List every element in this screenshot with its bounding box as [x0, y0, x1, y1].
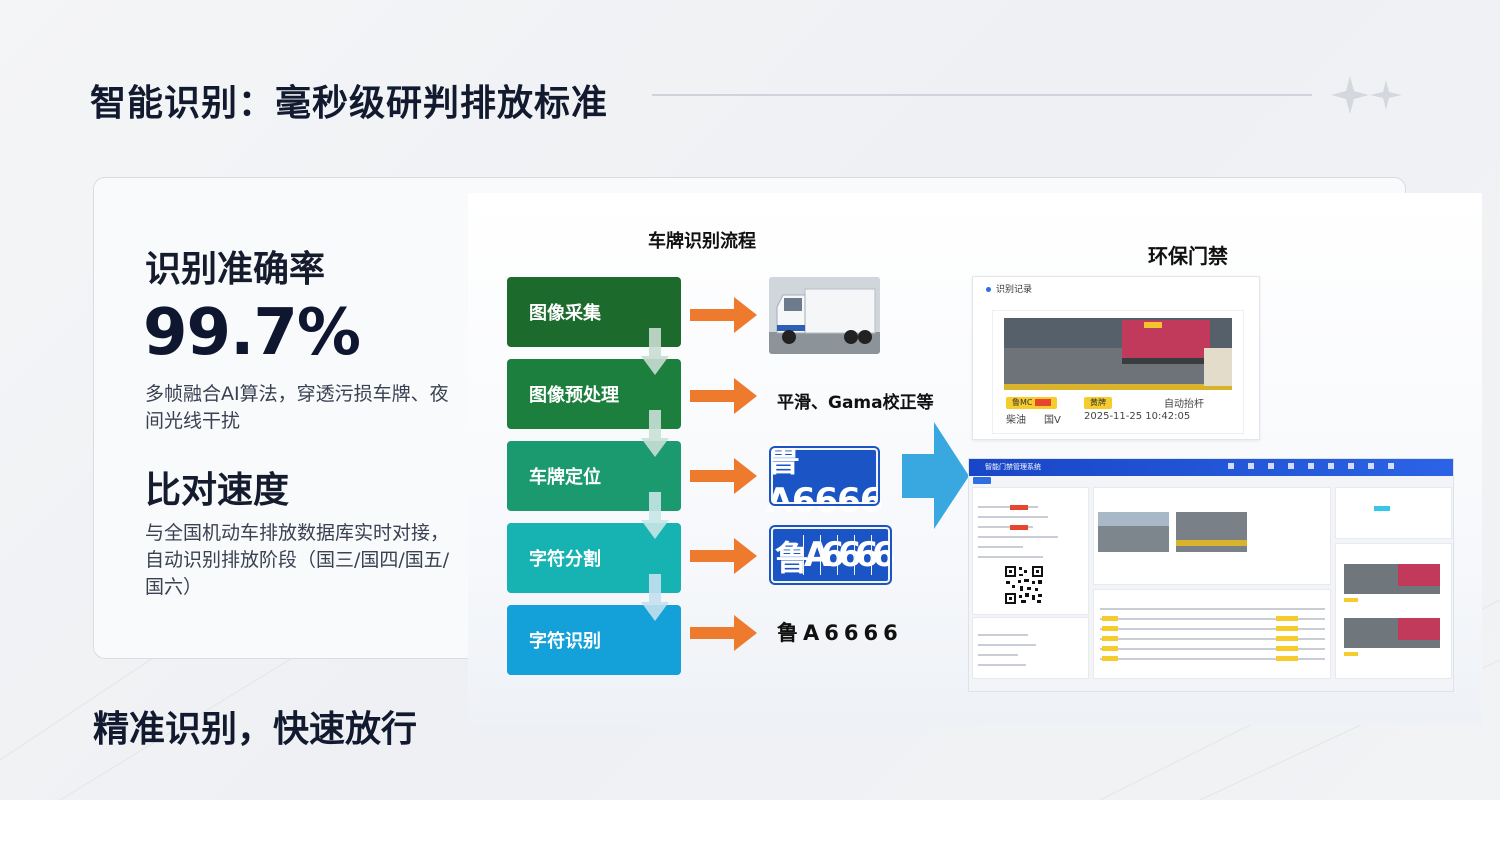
preprocess-note: 平滑、Gama校正等 [777, 393, 934, 413]
right-arrow-icon [690, 538, 757, 574]
speed-description: 与全国机动车排放数据库实时对接，自动识别排放阶段（国三/国四/国五/国六） [145, 522, 450, 598]
dashboard-details [978, 463, 1440, 666]
plate-char: 6 [820, 535, 845, 575]
sparkle-icon [1331, 76, 1402, 114]
right-arrow-icon [690, 378, 757, 414]
page-title: 智能识别：毫秒级研判排放标准 [90, 83, 609, 124]
status-badge: 黄牌 [1084, 397, 1112, 409]
record-timestamp: 2025-11-25 10:42:05 [1084, 411, 1191, 422]
qr-code [1004, 565, 1044, 605]
right-arrow-icon [690, 458, 757, 494]
title-divider [652, 94, 1312, 96]
plate-char: 6 [837, 535, 862, 575]
plate-char: 6 [871, 535, 896, 575]
located-plate: 鲁A6666 [766, 439, 884, 521]
flow-step-capture: 图像采集 [507, 277, 681, 347]
down-arrow-icon [641, 574, 669, 621]
right-arrow-icon [690, 297, 757, 333]
record-action: 自动抬杆 [1164, 399, 1204, 410]
right-arrow-icon [690, 615, 757, 651]
record-header: 识别记录 [986, 282, 1032, 295]
dashboard-title: 智能门禁管理系统 [985, 463, 1041, 471]
speed-title: 比对速度 [145, 470, 290, 511]
plate-char: 6 [854, 535, 879, 575]
truck-image [769, 277, 880, 354]
down-arrow-icon [641, 492, 669, 539]
dashboard-panel-status [1335, 487, 1452, 539]
dashboard-panel-stats [972, 617, 1089, 679]
record-emission: 国Ⅴ [1044, 415, 1061, 426]
gate-camera-photo [1004, 318, 1232, 390]
gate-title: 环保门禁 [1148, 244, 1228, 268]
accuracy-description: 多帧融合AI算法，穿透污损车牌、夜间光线干扰 [145, 383, 449, 432]
flow-title: 车牌识别流程 [648, 231, 756, 252]
plate-char: A [803, 535, 831, 575]
tagline: 精准识别，快速放行 [93, 709, 418, 750]
down-arrow-icon [641, 410, 669, 457]
plate-char: 鲁 [775, 538, 809, 579]
flow-step-recognize: 字符识别 [507, 605, 681, 675]
accuracy-value: 99.7% [143, 296, 361, 370]
down-arrow-icon [641, 328, 669, 375]
recognized-plate-text: 鲁A6666 [777, 621, 903, 645]
big-right-arrow-icon [902, 422, 969, 529]
dashboard-panel-table [1093, 589, 1331, 679]
plate-tag-text: 鲁MC [1012, 398, 1033, 407]
accuracy-title: 识别准确率 [145, 249, 326, 290]
plate-tag: 鲁MC [1006, 397, 1057, 409]
record-fuel: 柴油 [1006, 415, 1026, 426]
dashboard-tab [973, 477, 991, 484]
